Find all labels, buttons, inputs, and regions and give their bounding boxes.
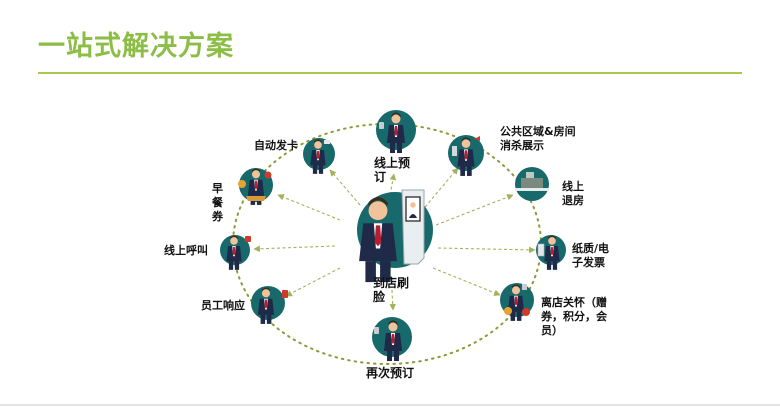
arrow-card: [329, 169, 361, 206]
center-node: [357, 189, 433, 283]
arrow-checkout: [435, 194, 514, 226]
node-call: [220, 235, 251, 270]
arrow-staff: [285, 267, 341, 297]
footer-divider: [0, 404, 780, 406]
label-card: 自动发卡: [254, 139, 298, 152]
node-card: [303, 138, 335, 174]
node-top: [376, 110, 416, 153]
label-call: 线上呼叫: [164, 244, 208, 257]
label-breakfast: 早餐券: [212, 182, 223, 223]
arrow-top: [389, 173, 397, 196]
node-care: [500, 283, 534, 321]
label-staff: 员工响应: [201, 299, 245, 312]
node-disinfect: [448, 135, 484, 176]
kiosk-icon: [401, 189, 425, 265]
label-checkout: 线上退房: [562, 180, 584, 207]
label-disinfect: 公共区域&房间消杀展示: [500, 125, 576, 152]
label-rebook: 再次预订: [366, 366, 415, 380]
arrow-rebook: [389, 289, 396, 311]
label-invoice: 纸质/电子发票: [572, 242, 610, 269]
node-staff: [251, 286, 288, 324]
node-checkout: [515, 167, 549, 201]
arrow-call: [253, 245, 336, 253]
title-divider: [38, 72, 742, 74]
label-care: 离店关怀（赠券，积分，会员）: [541, 296, 607, 337]
arrow-breakfast: [277, 194, 341, 221]
center-label: 到店刷脸: [373, 276, 410, 304]
arrow-disinfect: [424, 167, 459, 208]
arrow-care: [432, 267, 501, 296]
node-breakfast: [238, 168, 273, 205]
page-title: 一站式解决方案: [38, 31, 234, 62]
node-rebook: [372, 317, 412, 361]
arrows: [253, 167, 536, 311]
node-invoice: [536, 235, 566, 270]
arrow-invoice: [437, 246, 536, 254]
label-top: 线上预订: [374, 156, 411, 184]
